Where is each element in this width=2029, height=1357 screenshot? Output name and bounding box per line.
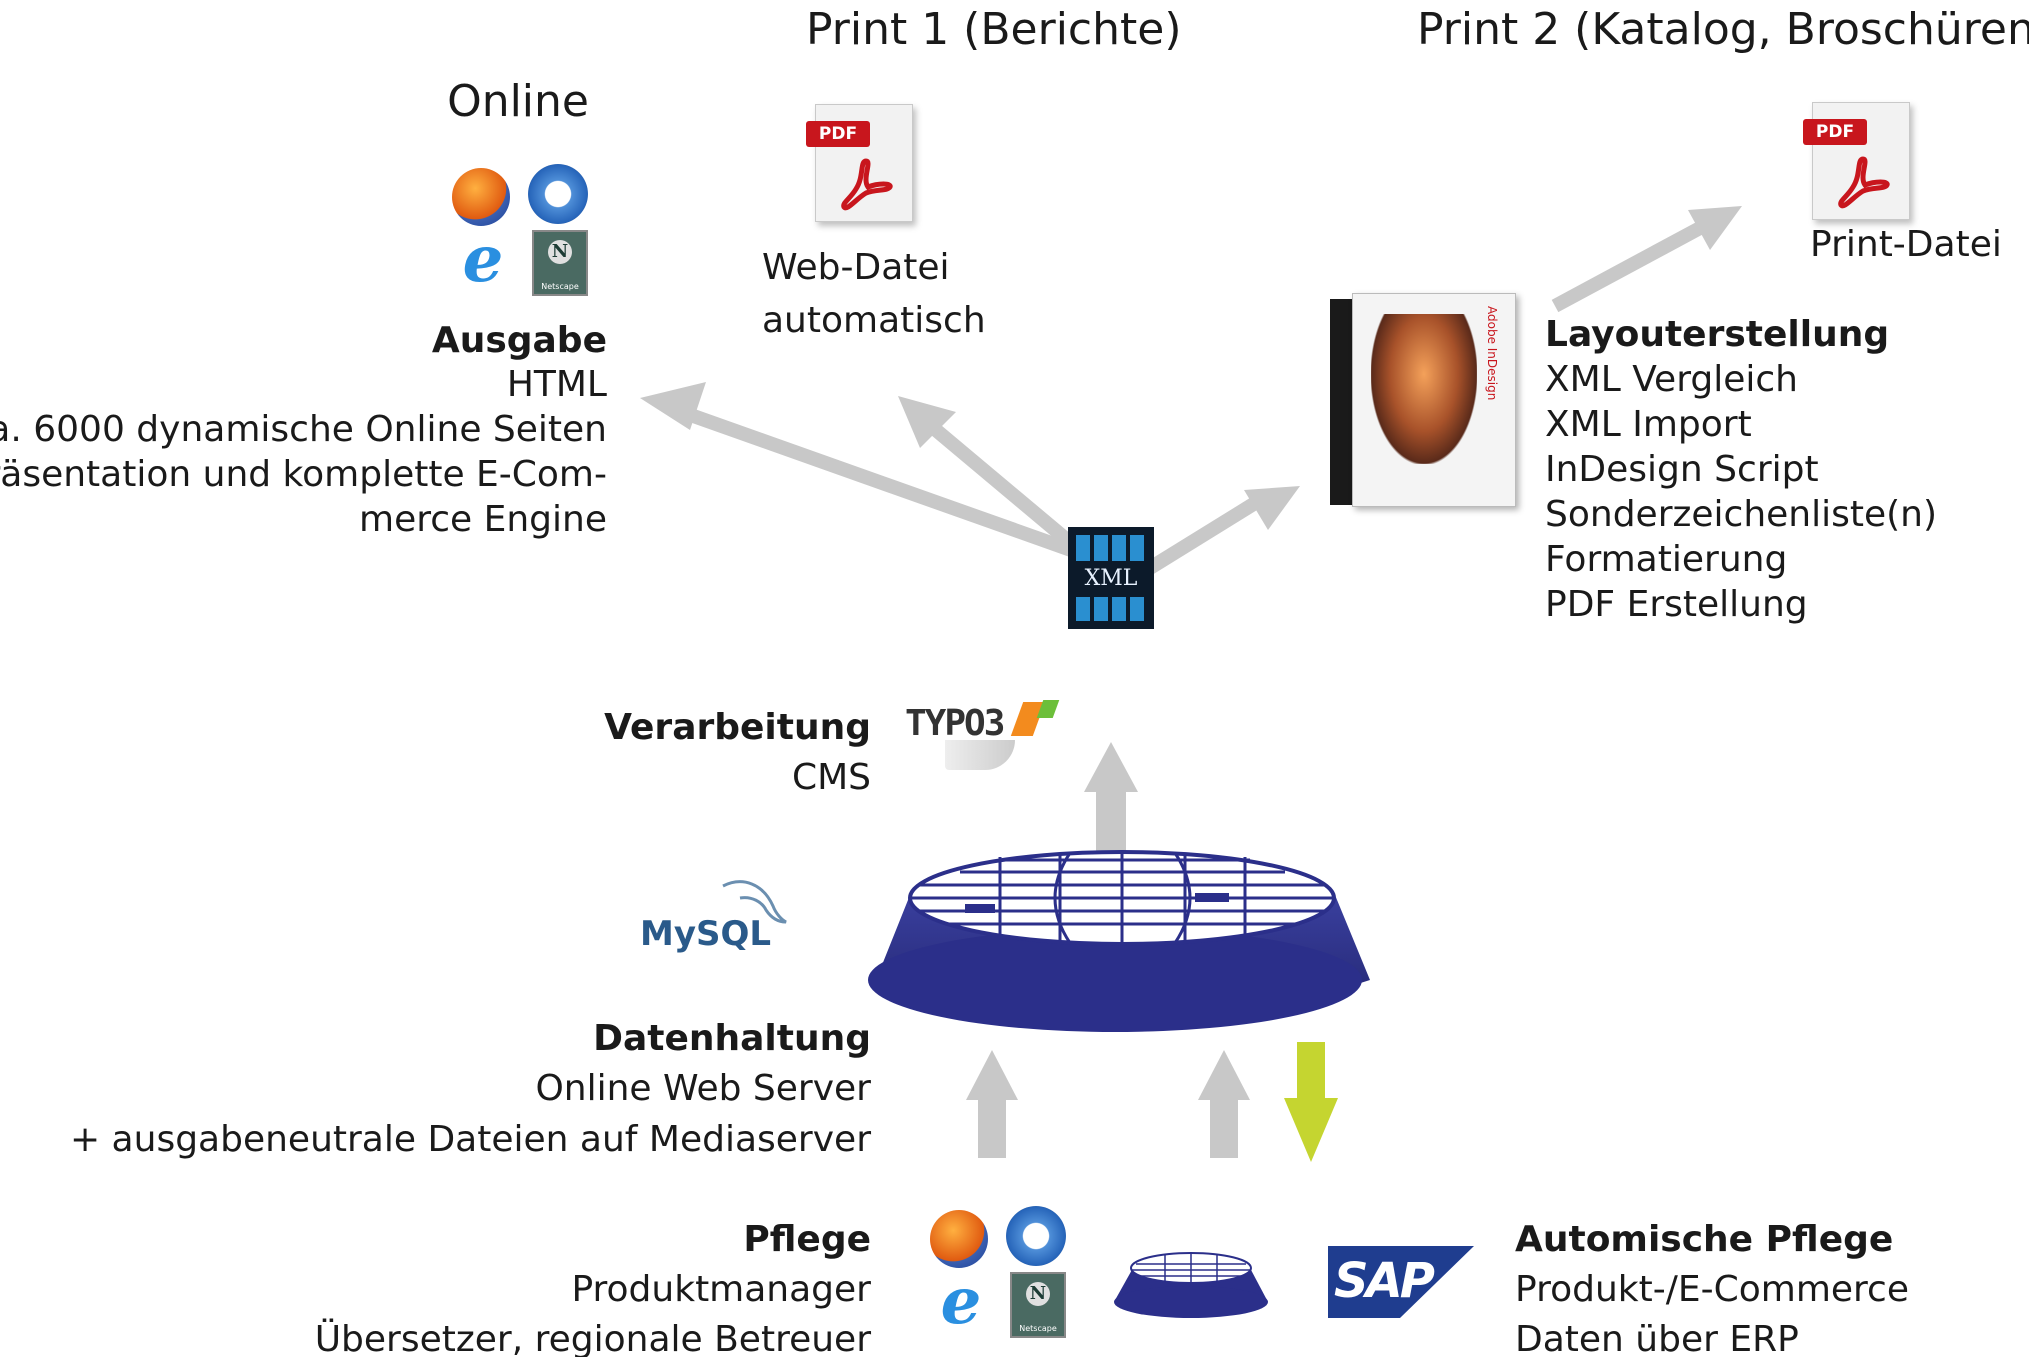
online-heading: Online <box>447 76 589 127</box>
acrobat-icon <box>1838 156 1890 209</box>
layout-line-4: Sonderzeichenliste(n) <box>1545 494 1938 535</box>
online-line-1: HTML <box>506 364 607 405</box>
online-title: Ausgabe <box>431 320 607 361</box>
layout-line-1: XML Vergleich <box>1545 359 1798 400</box>
print1-line-2: automatisch <box>762 300 986 341</box>
layout-line-3: InDesign Script <box>1545 449 1819 490</box>
safari-icon <box>528 164 588 224</box>
ie-icon: e <box>940 1264 982 1339</box>
layout-line-2: XML Import <box>1545 404 1752 445</box>
indesign-box-icon: Adobe InDesign <box>1330 293 1516 507</box>
maintenance-line-1: Produktmanager <box>571 1269 871 1310</box>
small-server <box>1114 1252 1268 1318</box>
ie-icon: e <box>462 222 504 297</box>
safari-icon <box>1006 1206 1066 1266</box>
arrow-sap-to-server <box>1198 1050 1250 1158</box>
arrow-xml-to-print1 <box>898 396 1090 561</box>
netscape-icon: N Netscape <box>532 230 588 296</box>
auto-maintenance-line-2: Daten über ERP <box>1515 1319 1799 1357</box>
database-server <box>868 850 1370 1032</box>
maintenance-title: Pflege <box>743 1219 871 1260</box>
print2-heading: Print 2 (Katalog, Broschüren) <box>1417 4 2029 55</box>
processing-line: CMS <box>791 757 871 798</box>
layout-line-5: Formatierung <box>1545 539 1788 580</box>
layout-title: Layouterstellung <box>1545 314 1890 355</box>
online-line-3: (Präsentation und komplette E-Com- <box>0 454 607 495</box>
sap-logo: SAP <box>1328 1246 1474 1318</box>
firefox-icon <box>452 168 510 226</box>
print1-heading: Print 1 (Berichte) <box>806 4 1182 55</box>
arrow-xml-to-online <box>640 382 1088 562</box>
online-line-4: merce Engine <box>359 499 607 540</box>
storage-line-2: + ausgabeneutrale Dateien auf Mediaserve… <box>69 1119 871 1160</box>
pdf-icon-print1: PDF <box>806 104 913 222</box>
browser-icons-pflege: e N Netscape <box>930 1206 1080 1339</box>
arrow-indesign-to-print2 <box>1551 206 1742 313</box>
arrow-xml-to-indesign <box>1146 486 1300 574</box>
arrow-server-to-cms <box>1084 742 1138 858</box>
online-line-2: ca. 6000 dynamische Online Seiten <box>0 409 607 450</box>
netscape-icon: N Netscape <box>1010 1272 1066 1338</box>
layout-line-6: PDF Erstellung <box>1545 584 1808 625</box>
maintenance-line-2: Übersetzer, regionale Betreuer <box>314 1319 871 1357</box>
browser-icons-online: e N Netscape <box>452 164 602 297</box>
storage-title: Datenhaltung <box>593 1018 871 1059</box>
print1-line-1: Web-Datei <box>762 247 950 288</box>
firefox-icon <box>930 1210 988 1268</box>
arrow-server-to-sap <box>1284 1042 1338 1162</box>
mysql-logo: MySQL <box>640 876 800 966</box>
arrow-pflege-to-server <box>966 1050 1018 1158</box>
processing-title: Verarbeitung <box>604 707 871 748</box>
pdf-icon-print2: PDF <box>1803 102 1910 220</box>
dolphin-icon <box>722 880 787 924</box>
auto-maintenance-title: Automische Pflege <box>1515 1219 1894 1260</box>
typo3-logo: TYPO3 <box>905 696 1065 776</box>
auto-maintenance-line-1: Produkt-/E-Commerce <box>1515 1269 1909 1310</box>
acrobat-icon <box>841 158 893 211</box>
storage-line-1: Online Web Server <box>535 1068 871 1109</box>
print2-file-label: Print-Datei <box>1810 224 2002 265</box>
xml-icon: XML <box>1068 527 1154 629</box>
